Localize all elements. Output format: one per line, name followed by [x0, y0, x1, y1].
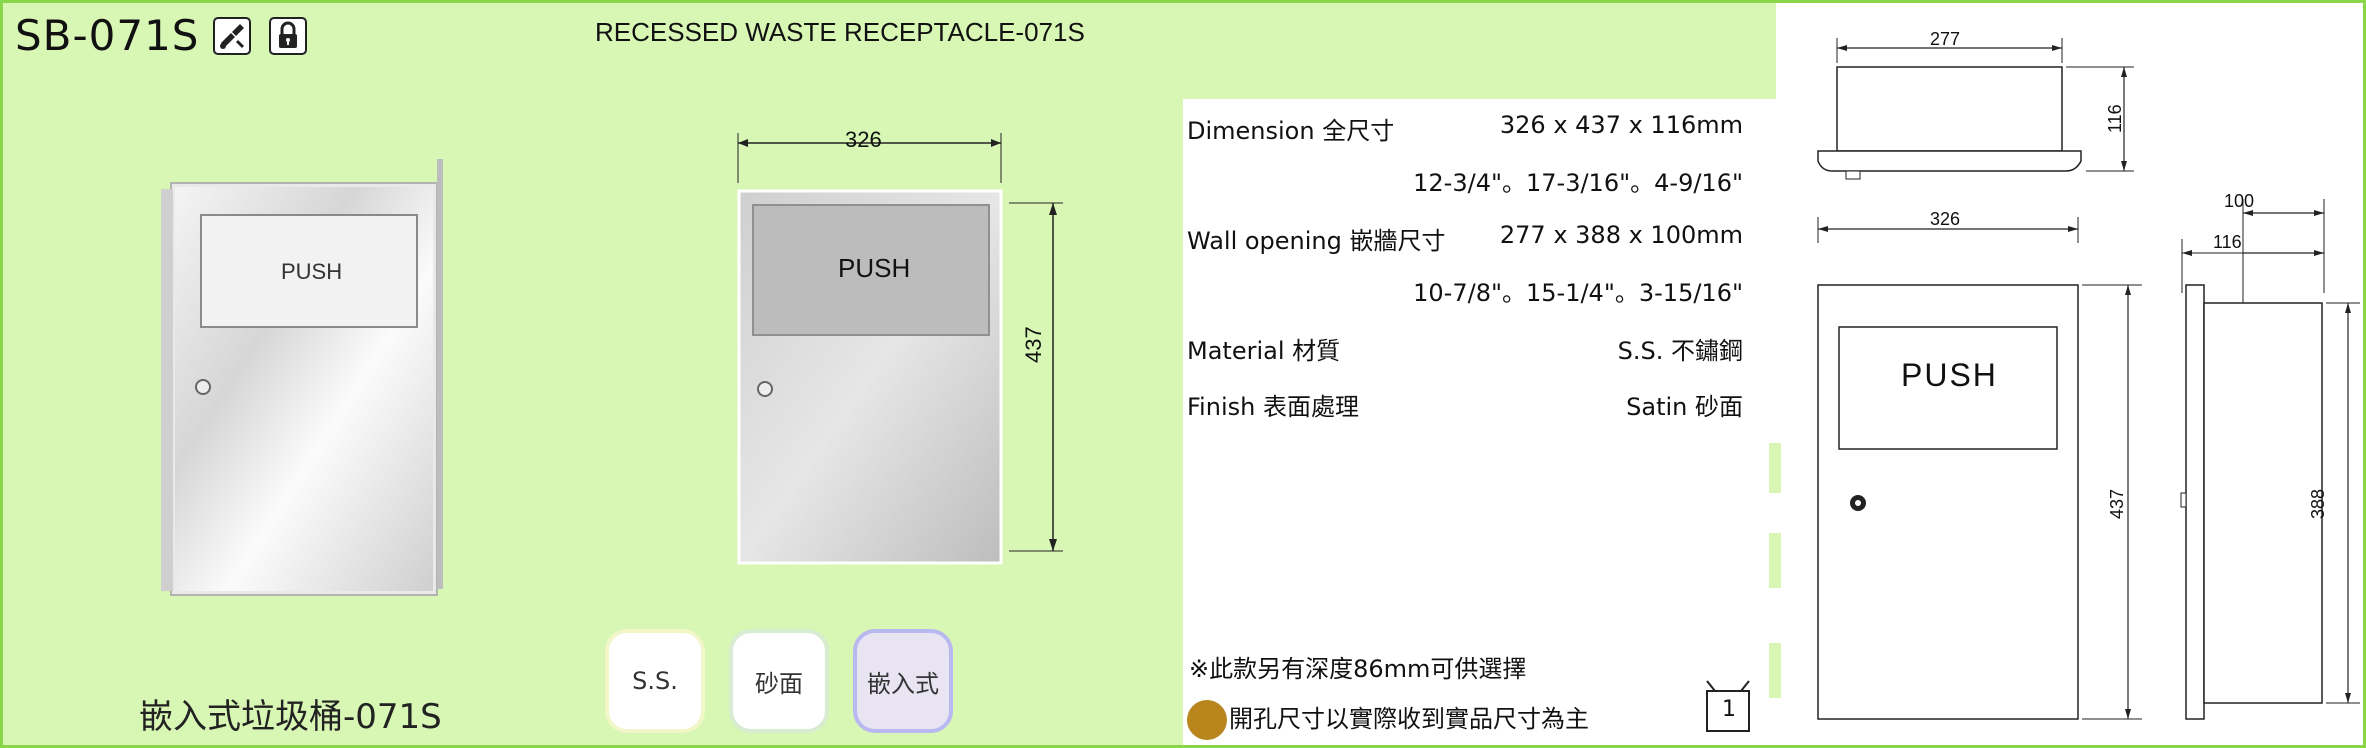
- option-ss-label: S.S.: [632, 667, 678, 695]
- spec-dimension-value: 326 x 437 x 116mm: [1499, 111, 1743, 139]
- push-label-photo: PUSH: [281, 259, 343, 284]
- note-depth-option: ※此款另有深度86mm可供選擇: [1189, 649, 1526, 684]
- product-photo-front: [737, 133, 1063, 565]
- page-number-box: [1706, 680, 1750, 732]
- spec-material-value: S.S. 不鏽鋼: [1617, 337, 1743, 365]
- top-depth-label: 116: [2105, 104, 2125, 133]
- side-depth-outer-label: 100: [2224, 191, 2255, 211]
- option-satin-label: 砂面: [755, 669, 803, 698]
- push-label-front: PUSH: [838, 253, 911, 283]
- front-width-drawing-label: 326: [1930, 209, 1961, 229]
- bullet-dot-icon: [1187, 700, 1227, 740]
- top-width-label: 277: [1930, 29, 1961, 49]
- reference-mark-icon: ※: [1189, 655, 1210, 683]
- spec-wall-opening-inch: 10-7/8"。15-1/4"。3-15/16": [1413, 279, 1743, 307]
- page-number: 1: [1722, 697, 1736, 722]
- spec-wall-opening-value: 277 x 388 x 100mm: [1499, 221, 1743, 249]
- panel-stripe: [1769, 643, 1781, 698]
- note-depth-text: 此款另有深度86mm可供選擇: [1209, 655, 1527, 683]
- side-view-drawing: [2180, 199, 2360, 720]
- option-satin[interactable]: 砂面: [729, 629, 829, 733]
- side-height-label: 388: [2308, 488, 2328, 519]
- front-height-label: 437: [1021, 326, 1046, 363]
- lock-icon-svg: [279, 21, 297, 48]
- note-opening-size: 開孔尺寸以實際收到實品尺寸為主: [1187, 699, 1589, 740]
- spec-material-label: Material 材質: [1187, 337, 1341, 365]
- panel-stripe: [1769, 443, 1781, 493]
- spec-panel: [1183, 99, 1776, 745]
- screwdriver-tool-icon: [213, 17, 251, 55]
- technical-drawing: [1817, 38, 2360, 720]
- model-code: SB-071S: [15, 11, 200, 60]
- lock-icon: [269, 17, 307, 55]
- option-ss[interactable]: S.S.: [605, 629, 705, 733]
- panel-stripe: [1769, 533, 1781, 588]
- option-recessed-label: 嵌入式: [867, 669, 939, 698]
- push-label-drawing: PUSH: [1901, 357, 1998, 393]
- front-width-label: 326: [845, 127, 882, 152]
- screwdriver-tool-icon-svg: [220, 24, 245, 49]
- spec-dimension-label: Dimension 全尺寸: [1187, 117, 1395, 145]
- product-photo-perspective: [161, 159, 443, 596]
- document-title: RECESSED WASTE RECEPTACLE-071S: [595, 17, 1085, 47]
- product-name-cn: 嵌入式垃圾桶-071S: [139, 697, 442, 737]
- side-depth-inner-label: 116: [2213, 232, 2242, 252]
- option-recessed[interactable]: 嵌入式: [853, 629, 953, 733]
- front-height-drawing-label: 437: [2107, 488, 2127, 519]
- top-view-drawing: [1817, 38, 2134, 180]
- note-opening-text: 開孔尺寸以實際收到實品尺寸為主: [1229, 705, 1589, 733]
- spec-dimension-inch: 12-3/4"。17-3/16"。4-9/16": [1413, 169, 1743, 197]
- spec-wall-opening-label: Wall opening 嵌牆尺寸: [1187, 227, 1446, 255]
- spec-finish-label: Finish 表面處理: [1187, 393, 1359, 421]
- spec-finish-value: Satin 砂面: [1626, 393, 1743, 421]
- front-view-drawing: [1817, 217, 2142, 720]
